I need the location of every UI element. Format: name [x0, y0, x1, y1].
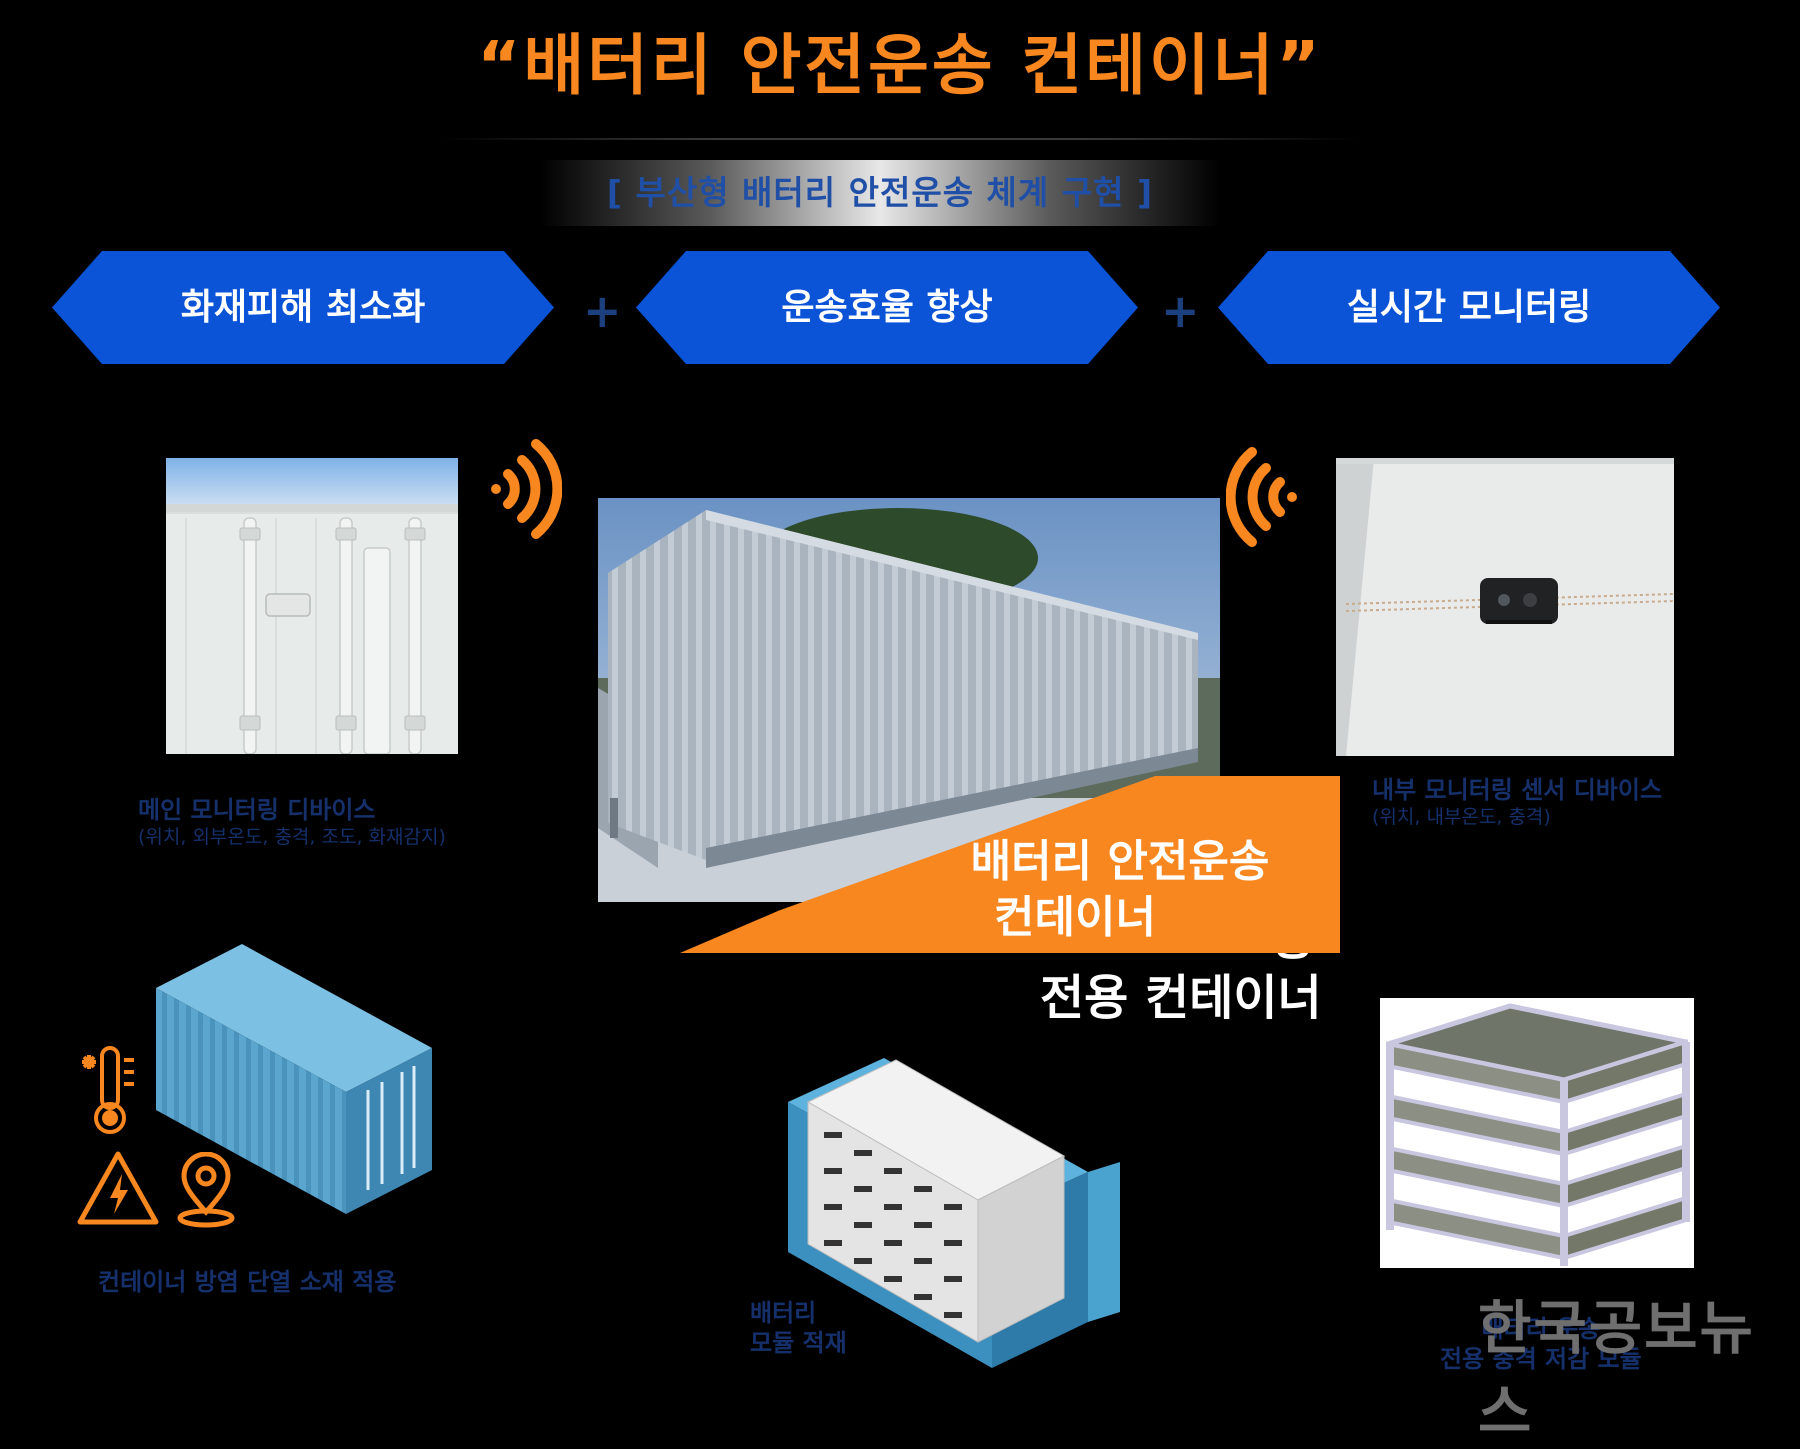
shock-module-photo — [1380, 998, 1694, 1268]
pillar-label: 운송효율 향상 — [781, 287, 993, 328]
pillar-realtime-monitoring — [1218, 251, 1720, 364]
internal-device-details: (위치, 내부온도, 충격) — [1372, 806, 1551, 828]
pillar-transport-efficiency — [636, 251, 1138, 364]
pillar-label: 실시간 모니터링 — [1346, 287, 1592, 328]
plus-sign: + — [583, 284, 622, 338]
module-caption-line2: 모듈 적재 — [750, 1329, 847, 1357]
wifi-icon — [1225, 442, 1310, 552]
title-divider — [440, 138, 1360, 140]
subtitle: [ 부산형 배터리 안전운송 체계 구현 ] — [606, 173, 1154, 212]
shock-caption-line1: 배터리 운송 — [1481, 1315, 1601, 1343]
module-caption: 배터리 모듈 적재 — [750, 1298, 847, 1358]
insulated-container-illustration — [150, 940, 440, 1220]
internal-sensor-photo — [1336, 458, 1674, 756]
main-device-photo — [166, 458, 458, 754]
watermark: 한국공보뉴스 — [1478, 1294, 1755, 1446]
battery-module-container-illustration — [784, 1052, 1120, 1370]
main-device-label: 메인 모니터링 디바이스 — [138, 796, 376, 824]
arrow-text-line2: 컨테이너 — [994, 892, 1156, 943]
wifi-icon — [478, 434, 563, 544]
shock-caption: 배터리 운송 전용 충격 저감 모듈 — [1440, 1314, 1642, 1374]
location-pin-icon — [174, 1151, 238, 1228]
insulation-caption: 컨테이너 방염 단열 소재 적용 — [98, 1268, 397, 1296]
high-voltage-warning-icon — [76, 1150, 160, 1226]
page-title: “배터리 안전운송 컨테이너” — [477, 27, 1323, 104]
behind-text-line2: 전용 컨테이너 — [1040, 970, 1322, 1026]
module-caption-line1: 배터리 — [750, 1299, 817, 1327]
subtitle-band — [540, 160, 1220, 226]
pillar-label: 화재피해 최소화 — [180, 287, 426, 328]
plus-sign: + — [1161, 284, 1200, 338]
pillar-fire-damage — [52, 251, 554, 364]
arrow-text-line1: 배터리 안전운송 — [970, 836, 1270, 887]
internal-device-label: 내부 모니터링 센서 디바이스 — [1372, 776, 1663, 804]
main-device-details: (위치, 외부온도, 충격, 조도, 화재감지) — [138, 826, 446, 848]
thermometer-icon — [80, 1044, 142, 1138]
arrow-banner-text: 배터리 안전운송 컨테이너 — [900, 834, 1340, 946]
shock-caption-line2: 전용 충격 저감 모듈 — [1440, 1345, 1642, 1373]
